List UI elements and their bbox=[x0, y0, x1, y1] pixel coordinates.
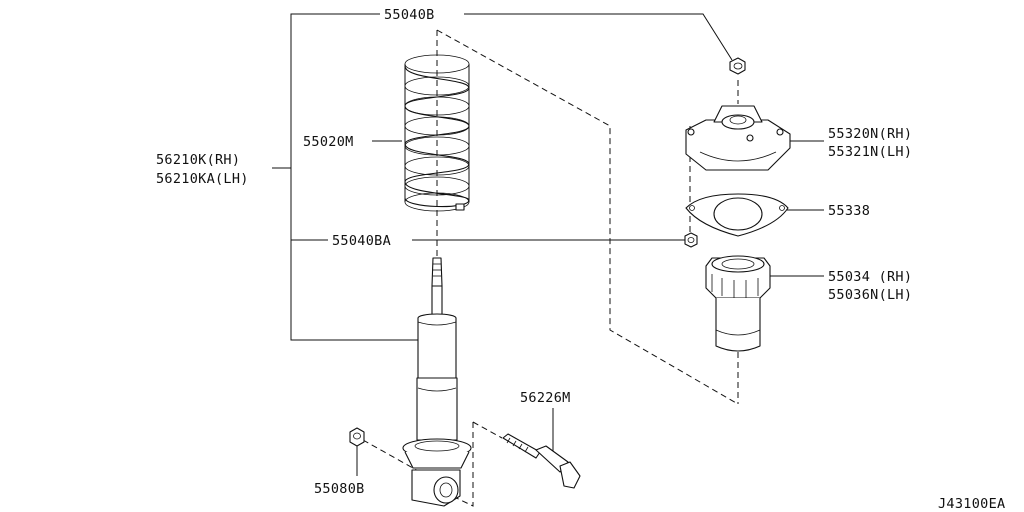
assembly-dash-lines bbox=[362, 29, 739, 507]
leader-55040b bbox=[464, 13, 733, 61]
leader-lines bbox=[272, 13, 824, 476]
nut-55080b bbox=[349, 427, 365, 447]
label-55320n: 55320N(RH) bbox=[828, 126, 912, 142]
label-56210ka: 56210KA(LH) bbox=[156, 171, 249, 187]
label-55034: 55034 (RH) bbox=[828, 269, 912, 285]
strut-mount bbox=[685, 105, 791, 171]
diagram-id: J43100EA bbox=[938, 496, 1005, 512]
label-56210k: 56210K(RH) bbox=[156, 152, 240, 168]
nut-lower-dash bbox=[362, 439, 421, 473]
assembly-bracket bbox=[290, 13, 425, 341]
bump-stop bbox=[705, 255, 771, 352]
bolt-dash-box bbox=[439, 422, 474, 507]
label-56226m: 56226M bbox=[520, 390, 571, 406]
mount-group-dash bbox=[436, 29, 739, 405]
label-55080b: 55080B bbox=[314, 481, 365, 497]
nut-55040b bbox=[729, 57, 746, 75]
label-55338: 55338 bbox=[828, 203, 870, 219]
label-55040ba: 55040BA bbox=[332, 233, 391, 249]
bolt-dash bbox=[472, 421, 503, 439]
shock-absorber bbox=[402, 257, 472, 507]
mount-gasket bbox=[685, 193, 789, 237]
bolt-56226m bbox=[502, 433, 581, 489]
coil-spring bbox=[404, 54, 470, 212]
label-55020m: 55020M bbox=[303, 134, 354, 150]
label-55321n: 55321N(LH) bbox=[828, 144, 912, 160]
label-55036n: 55036N(LH) bbox=[828, 287, 912, 303]
nut-55040ba bbox=[684, 232, 698, 248]
label-55040b: 55040B bbox=[384, 7, 435, 23]
labels: 55040B 55020M 56210K(RH) 56210KA(LH) 550… bbox=[156, 7, 1005, 512]
